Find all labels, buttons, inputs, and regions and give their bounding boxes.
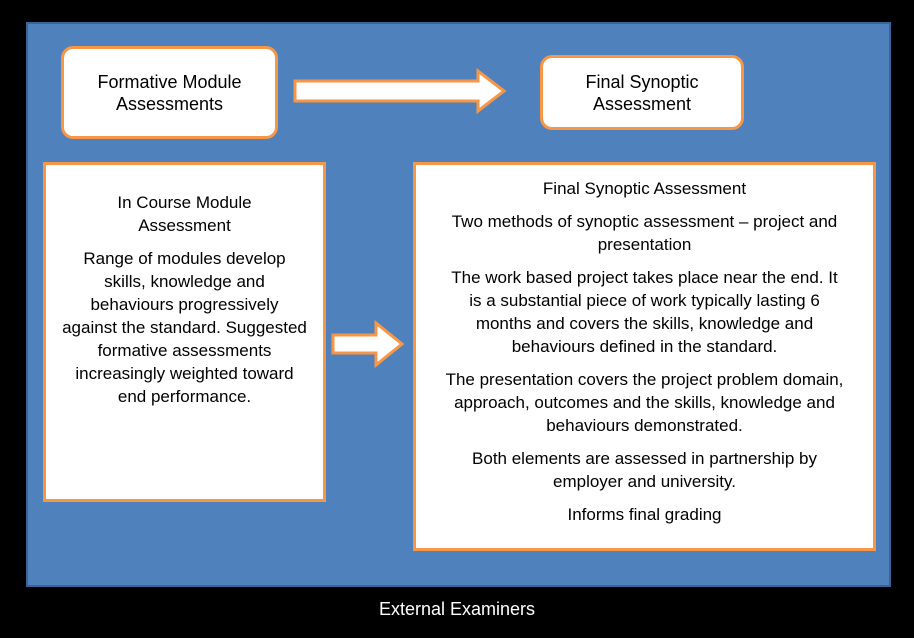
formative-module-assessments-label: Formative Module Assessments: [97, 71, 242, 114]
final-synoptic-assessment-box: Final Synoptic Assessment: [540, 55, 744, 130]
informs-final-grading-text: Informs final grading: [567, 505, 722, 524]
synoptic-methods-text: Two methods of synoptic assessment – pro…: [451, 212, 838, 254]
in-course-module-assessment-body: Range of modules develop skills, knowled…: [62, 249, 307, 406]
middle-right-arrow-icon: [331, 320, 405, 368]
in-course-module-assessment-heading: In Course Module Assessment: [117, 193, 252, 235]
partnership-assessment-text: Both elements are assessed in partnershi…: [472, 449, 817, 491]
final-synoptic-assessment-label: Final Synoptic Assessment: [585, 71, 699, 114]
in-course-module-assessment-box: In Course Module Assessment Range of mod…: [43, 162, 326, 502]
final-synoptic-assessment-detail-box: Final Synoptic Assessment Two methods of…: [413, 162, 876, 551]
presentation-text: The presentation covers the project prob…: [445, 370, 844, 435]
final-synoptic-heading: Final Synoptic Assessment: [542, 179, 747, 198]
top-right-arrow-icon: [293, 68, 507, 114]
formative-module-assessments-box: Formative Module Assessments: [61, 46, 278, 139]
work-based-project-text: The work based project takes place near …: [451, 268, 838, 356]
external-examiners-label: External Examiners: [378, 599, 536, 619]
